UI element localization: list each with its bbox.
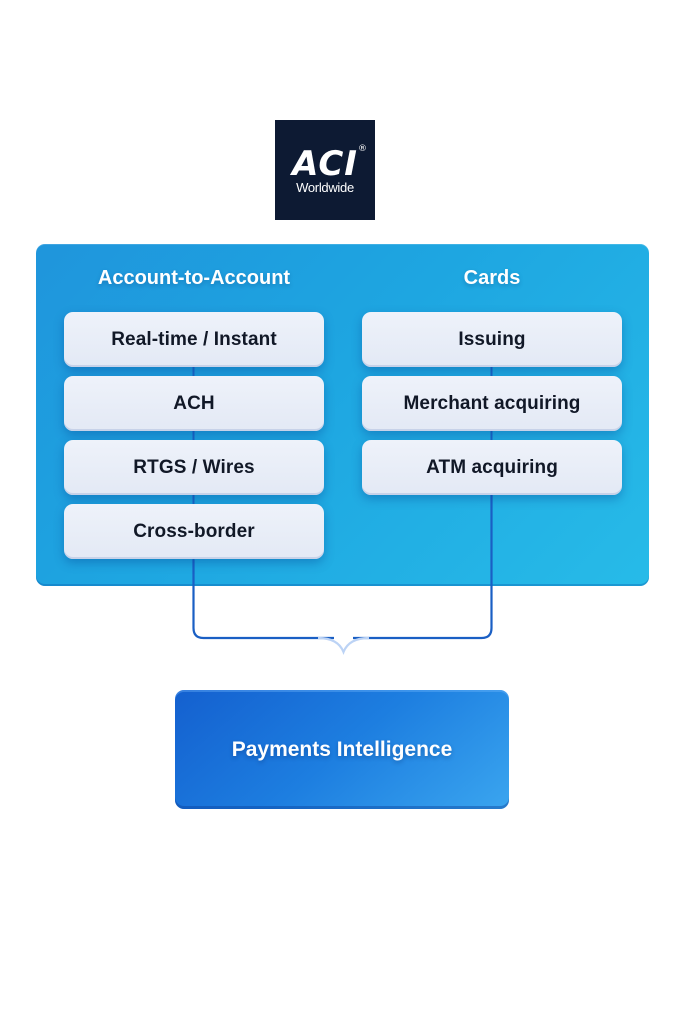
card-label: Cross-border <box>133 520 255 542</box>
column-title-cards: Cards <box>463 267 521 289</box>
card-ach[interactable]: ACH <box>64 376 324 431</box>
card-label: RTGS / Wires <box>133 456 255 478</box>
payments-intelligence-label: Payments Intelligence <box>231 737 453 761</box>
card-label: ATM acquiring <box>426 456 558 478</box>
registered-trademark-icon: ® <box>357 144 368 154</box>
logo-mark-text: ACI <box>292 144 358 184</box>
logo-mark: ACI ® <box>292 144 367 184</box>
card-issuing[interactable]: Issuing <box>362 312 622 367</box>
card-rtgs-wires[interactable]: RTGS / Wires <box>64 440 324 495</box>
card-cross-border[interactable]: Cross-border <box>64 504 324 559</box>
card-merchant-acquiring[interactable]: Merchant acquiring <box>362 376 622 431</box>
card-label: Issuing <box>458 328 526 350</box>
card-label: Merchant acquiring <box>403 392 581 414</box>
card-real-time-instant[interactable]: Real-time / Instant <box>64 312 324 367</box>
card-atm-acquiring[interactable]: ATM acquiring <box>362 440 622 495</box>
logo-subtitle: Worldwide <box>296 180 354 195</box>
column-title-account-to-account: Account-to-Account <box>97 267 291 289</box>
bracket-join <box>317 636 370 656</box>
card-label: ACH <box>173 392 215 414</box>
aci-worldwide-logo: ACI ® Worldwide <box>275 120 375 220</box>
card-label: Real-time / Instant <box>111 328 277 350</box>
payments-intelligence-box[interactable]: Payments Intelligence <box>175 690 509 809</box>
